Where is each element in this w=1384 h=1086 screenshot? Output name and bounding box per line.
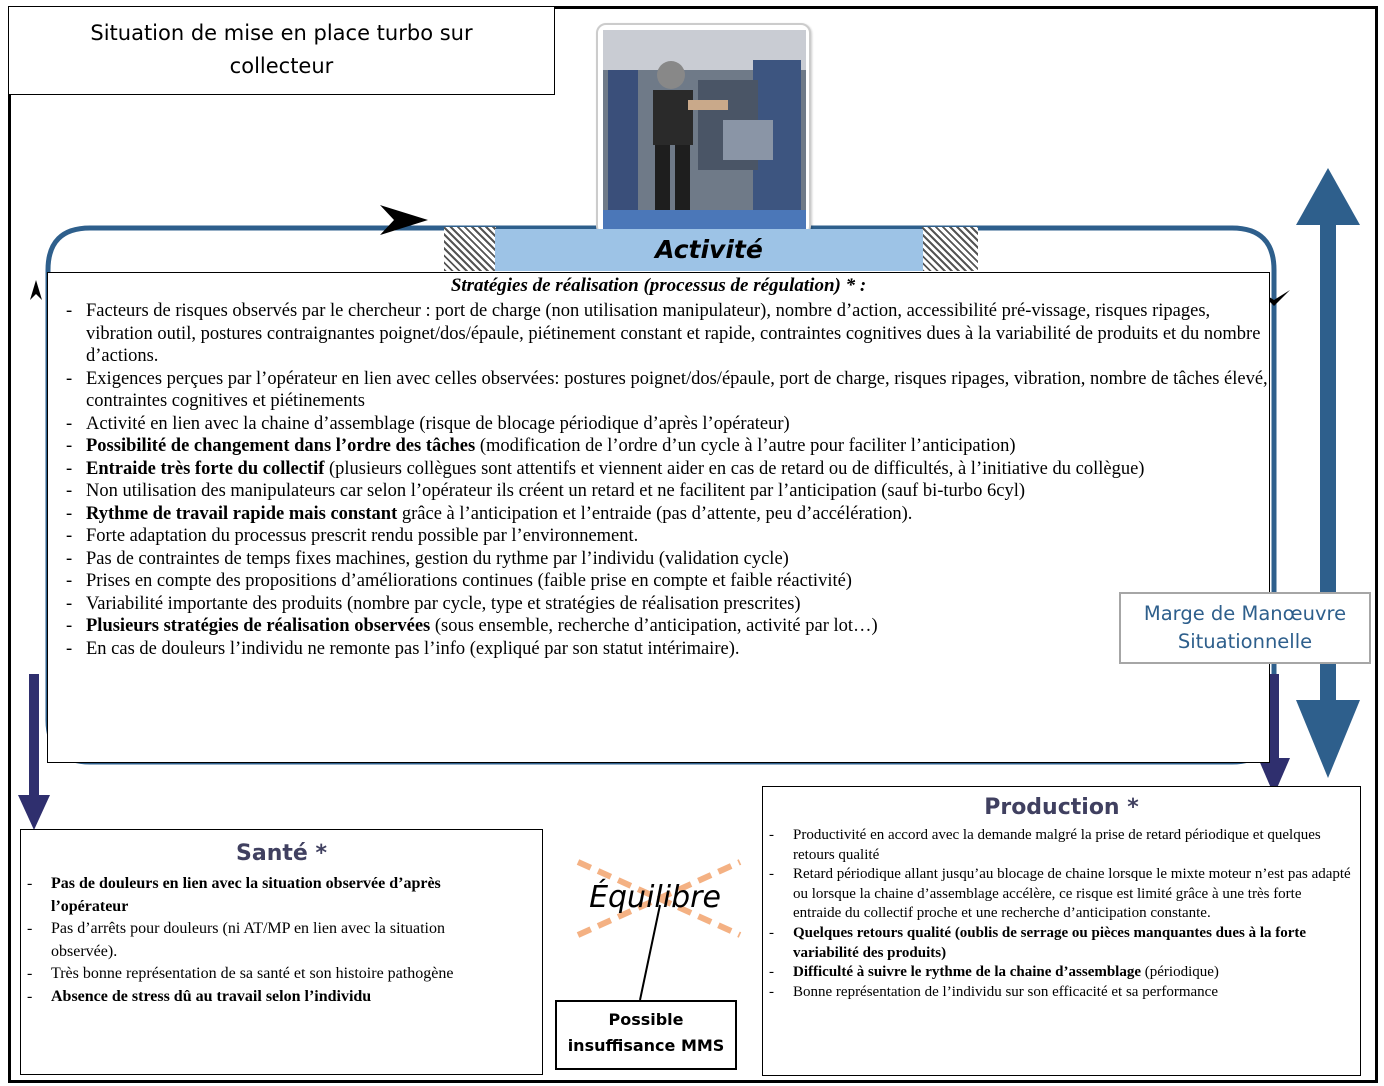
list-item-bold-text: Pas de douleurs en lien avec la situatio… xyxy=(51,875,441,915)
sante-box: Santé * Pas de douleurs en lien avec la … xyxy=(20,829,543,1075)
list-item: Très bonne représentation de sa santé et… xyxy=(21,963,502,986)
sante-list: Pas de douleurs en lien avec la situatio… xyxy=(21,873,542,1008)
list-item: Facteurs de risques observés par le cher… xyxy=(62,300,1268,368)
banner-hatch-right xyxy=(922,227,978,271)
loop-arrow-right xyxy=(1258,290,1290,306)
list-item: Quelques retours qualité (oublis de serr… xyxy=(763,924,1352,963)
list-item: Forte adaptation du processus prescrit r… xyxy=(62,525,1268,548)
mms-label-line2: Situationnelle xyxy=(1177,630,1313,653)
list-item: Variabilité importante des produits (nom… xyxy=(62,593,1268,616)
list-item: Entraide très forte du collectif (plusie… xyxy=(62,458,1268,481)
equilibre-label: Équilibre xyxy=(589,880,721,915)
list-item: Non utilisation des manipulateurs car se… xyxy=(62,480,1268,503)
list-item: En cas de douleurs l’individu ne remonte… xyxy=(62,638,1268,661)
list-item: Rythme de travail rapide mais constant g… xyxy=(62,503,1268,526)
list-item: Retard périodique allant jusqu’au blocag… xyxy=(763,865,1352,924)
list-item-text: (périodique) xyxy=(1141,964,1219,981)
equilibre-cross xyxy=(576,859,742,938)
list-item: Activité en lien avec la chaine d’assemb… xyxy=(62,413,1268,436)
list-item: Exigences perçues par l’opérateur en lie… xyxy=(62,368,1268,413)
list-item-bold-text: Rythme de travail rapide mais constant xyxy=(86,503,398,524)
production-list: Productivité en accord avec la demande m… xyxy=(763,826,1360,1002)
list-item-bold-text: Possibilité de changement dans l’ordre d… xyxy=(86,436,476,456)
loop-arrow-left xyxy=(30,280,42,300)
production-down-arrow xyxy=(1258,758,1290,795)
list-item-text: Retard périodique allant jusqu’au blocag… xyxy=(793,866,1351,922)
list-item: Productivité en accord avec la demande m… xyxy=(763,826,1352,865)
list-item-text: Productivité en accord avec la demande m… xyxy=(793,827,1321,863)
list-item: Possibilité de changement dans l’ordre d… xyxy=(62,435,1268,458)
list-item-text: Pas de contraintes de temps fixes machin… xyxy=(86,548,789,569)
list-item-text: En cas de douleurs l’individu ne remonte… xyxy=(86,638,740,659)
activity-heading: Stratégies de réalisation (processus de … xyxy=(450,275,867,296)
production-title: Production * xyxy=(984,795,1139,820)
insufficiency-pointer xyxy=(639,904,661,1001)
list-item-text: Facteurs de risques observés par le cher… xyxy=(86,301,1261,366)
list-item-text: Prises en compte des propositions d’amél… xyxy=(86,571,852,591)
mms-label-line1: Marge de Manœuvre xyxy=(1143,602,1347,625)
list-item-text: Activité en lien avec la chaine d’assemb… xyxy=(86,413,790,434)
mms-arrow-down xyxy=(1296,700,1360,778)
production-box: Production * Productivité en accord avec… xyxy=(762,786,1361,1076)
list-item-text: Pas d’arrêts pour douleurs (ni AT/MP en … xyxy=(51,920,445,960)
list-item-text: Variabilité importante des produits (nom… xyxy=(86,593,801,614)
list-item-text: Forte adaptation du processus prescrit r… xyxy=(86,526,639,546)
list-item: Pas d’arrêts pour douleurs (ni AT/MP en … xyxy=(21,918,502,963)
list-item-bold-text: Quelques retours qualité (oublis de serr… xyxy=(793,924,1307,961)
list-item: Prises en compte des propositions d’amél… xyxy=(62,570,1268,593)
list-item: Plusieurs stratégies de réalisation obse… xyxy=(62,615,1268,638)
list-item-bold-text: Absence de stress dû au travail selon l’… xyxy=(51,987,372,1005)
banner-hatch-left xyxy=(444,227,496,271)
list-item: Difficulté à suivre le rythme de la chai… xyxy=(763,963,1352,983)
sante-down-arrow xyxy=(18,795,50,830)
insufficiency-line2: insuffisance MMS xyxy=(567,1036,725,1055)
situation-title: Situation de mise en place turbo sur col… xyxy=(8,6,555,95)
list-item-text: Bonne représentation de l’individu sur s… xyxy=(793,983,1218,1000)
activity-list: Facteurs de risques observés par le cher… xyxy=(62,300,1268,660)
list-item-bold-text: Plusieurs stratégies de réalisation obse… xyxy=(86,616,431,636)
list-item-text: grâce à l’anticipation et l’entraide (pa… xyxy=(397,503,913,524)
list-item: Absence de stress dû au travail selon l’… xyxy=(21,986,502,1009)
sante-title: Santé * xyxy=(236,841,327,866)
loop-arrow-top xyxy=(380,205,428,235)
operator-photo-illustration xyxy=(603,30,806,229)
list-item-text: Exigences perçues par l’opérateur en lie… xyxy=(86,368,1268,412)
insufficiency-box: Possible insuffisance MMS xyxy=(555,1000,737,1070)
list-item-text: Très bonne représentation de sa santé et… xyxy=(51,965,454,982)
situation-title-line2: collecteur xyxy=(229,54,334,78)
list-item-bold-text: Difficulté à suivre le rythme de la chai… xyxy=(793,964,1142,981)
outer-frame xyxy=(8,6,1378,1083)
situation-title-line1: Situation de mise en place turbo sur xyxy=(90,21,473,45)
list-item-text: Non utilisation des manipulateurs car se… xyxy=(86,481,1026,501)
activity-banner: Activité xyxy=(495,229,923,271)
mms-arrow-up xyxy=(1296,168,1360,225)
list-item: Bonne représentation de l’individu sur s… xyxy=(763,983,1352,1003)
list-item-text: (modification de l’ordre d’un cycle à l’… xyxy=(475,436,1016,456)
insufficiency-line1: Possible xyxy=(608,1010,684,1029)
mms-label: Marge de Manœuvre Situationnelle xyxy=(1119,592,1371,664)
list-item: Pas de douleurs en lien avec la situatio… xyxy=(21,873,502,918)
list-item-text: (plusieurs collègues sont attentifs et v… xyxy=(324,458,1145,479)
list-item: Pas de contraintes de temps fixes machin… xyxy=(62,548,1268,571)
list-item-bold-text: Entraide très forte du collectif xyxy=(86,458,325,479)
list-item-text: (sous ensemble, recherche d’anticipation… xyxy=(430,616,878,636)
workstation-photo xyxy=(596,23,811,236)
